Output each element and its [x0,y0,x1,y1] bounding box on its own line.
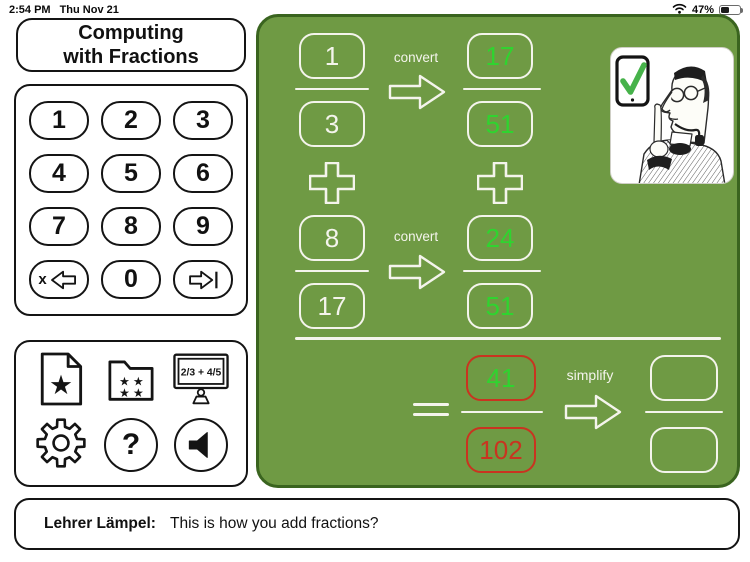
key-9[interactable]: 9 [173,207,233,246]
help-button[interactable]: ? [104,418,158,473]
key-2[interactable]: 2 [101,101,161,140]
key-8[interactable]: 8 [101,207,161,246]
clock-time: 2:54 PM [9,4,51,16]
toolbar: ★ ★ ★ ★ ★ 2/3 + 4/5 [14,340,248,487]
converted2-denominator-box[interactable]: 51 [467,283,533,329]
convert-label-2: convert [393,229,439,244]
question-mark-icon: ? [104,418,158,473]
monitor-icon: 2/3 + 4/5 [172,352,230,411]
fraction2-numerator-box[interactable]: 8 [299,215,365,261]
app-title-line2: with Fractions [63,46,199,68]
battery-percent: 47% [691,4,714,16]
example-screen-button[interactable]: 2/3 + 4/5 [172,352,230,411]
converted1-denominator-box[interactable]: 51 [467,101,533,147]
speech-text: This is how you add fractions? [169,515,379,532]
wifi-icon [672,3,687,17]
key-3[interactable]: 3 [173,101,233,140]
simplified-denominator-box[interactable] [650,427,718,473]
key-6[interactable]: 6 [173,154,233,193]
sum-numerator-box[interactable]: 41 [466,355,536,401]
battery-icon [719,4,744,16]
simplify-label: simplify [566,367,614,383]
speech-speaker-name: Lehrer Lämpel: [44,515,156,532]
converted2-numerator-box[interactable]: 24 [467,215,533,261]
check-tablet-icon [615,55,650,107]
backspace-arrow-icon [48,268,80,292]
sum-rule-line [295,337,721,340]
monitor-screen-text: 2/3 + 4/5 [181,368,222,379]
convert-label-1: convert [393,50,439,65]
svg-text:★: ★ [49,370,73,401]
fraction2-bar [295,270,369,273]
enter-key[interactable] [173,260,233,299]
fraction1-bar [295,88,369,91]
fraction-workboard: 1 3 8 17 convert convert 17 51 [256,14,740,488]
enter-arrow-icon [186,268,220,292]
fraction2-denominator-box[interactable]: 17 [299,283,365,329]
sound-button[interactable] [174,418,228,473]
settings-button[interactable] [33,415,89,476]
key-4[interactable]: 4 [29,154,89,193]
delete-key[interactable]: x [29,260,89,299]
status-bar: 2:54 PM Thu Nov 21 47% [0,0,750,20]
teacher-sketch [638,66,726,183]
gear-icon [33,415,89,476]
folder-stars-icon: ★ ★ ★ ★ [105,354,157,409]
app-title: Computing with Fractions [16,18,246,72]
key-7[interactable]: 7 [29,207,89,246]
fraction1-numerator-box[interactable]: 1 [299,33,365,79]
svg-text:★: ★ [119,375,130,389]
exercise-folder-button[interactable]: ★ ★ ★ ★ [105,354,157,409]
speaker-icon [174,418,228,473]
lehrer-laempel-illustration [610,47,734,184]
document-star-icon: ★ [36,351,86,412]
key-1[interactable]: 1 [29,101,89,140]
fraction1-denominator-box[interactable]: 3 [299,101,365,147]
new-exercise-button[interactable]: ★ [36,351,86,412]
key-5[interactable]: 5 [101,154,161,193]
svg-text:★: ★ [133,375,144,389]
converted2-bar [463,270,541,273]
simplified-numerator-box[interactable] [650,355,718,401]
sum-bar [461,411,543,414]
clock-date: Thu Nov 21 [59,4,119,16]
app-title-line1: Computing [78,21,184,44]
delete-key-x-label: x [38,271,47,288]
number-keypad: 1 2 3 4 5 6 7 8 9 x 0 [14,84,248,316]
simplified-bar [645,411,723,414]
sum-denominator-box[interactable]: 102 [466,427,536,473]
svg-text:★: ★ [133,386,144,400]
speech-bar: Lehrer Lämpel: This is how you add fract… [14,498,740,550]
help-label: ? [121,428,141,462]
equals-sign [413,403,449,419]
converted1-bar [463,88,541,91]
key-0[interactable]: 0 [101,260,161,299]
converted1-numerator-box[interactable]: 17 [467,33,533,79]
svg-text:★: ★ [119,386,130,400]
